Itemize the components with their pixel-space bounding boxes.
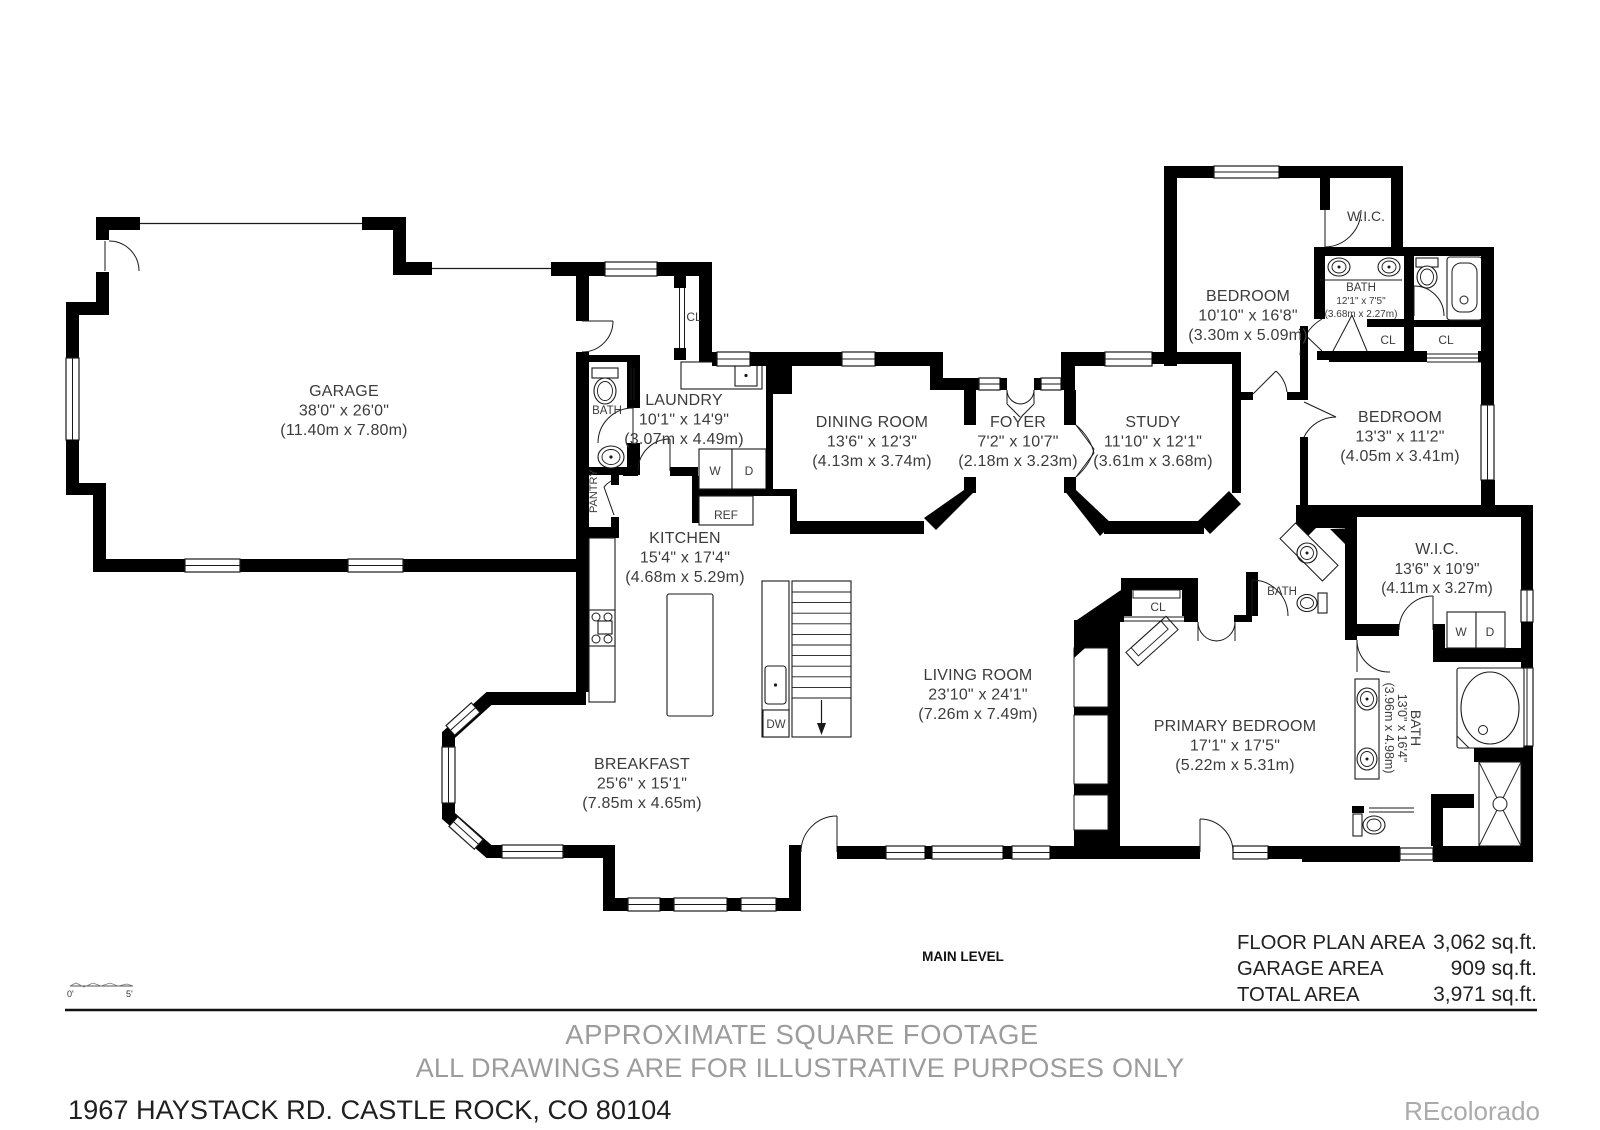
svg-text:23'10" x 24'1": 23'10" x 24'1" [928, 687, 1027, 704]
svg-text:CL: CL [1150, 600, 1166, 614]
svg-text:13'6" x 10'9": 13'6" x 10'9" [1394, 561, 1479, 578]
svg-text:FOYER: FOYER [990, 414, 1046, 431]
svg-text:BATH: BATH [1346, 282, 1376, 294]
svg-text:3,062 sq.ft.: 3,062 sq.ft. [1433, 931, 1537, 954]
svg-text:(3.61m x 3.68m): (3.61m x 3.68m) [1093, 453, 1212, 470]
svg-text:(3.07m x 4.49m): (3.07m x 4.49m) [624, 431, 743, 448]
svg-text:(11.40m x 7.80m): (11.40m x 7.80m) [280, 422, 407, 439]
svg-text:13'3" x 11'2": 13'3" x 11'2" [1355, 429, 1444, 446]
svg-text:BATH: BATH [1408, 710, 1424, 746]
svg-text:13'0" x 16'4": 13'0" x 16'4" [1395, 694, 1409, 763]
svg-text:(5.22m x 5.31m): (5.22m x 5.31m) [1175, 757, 1294, 774]
svg-text:10'1" x 14'9": 10'1" x 14'9" [639, 412, 729, 429]
svg-text:(7.85m x 4.65m): (7.85m x 4.65m) [582, 795, 701, 812]
svg-text:LAUNDRY: LAUNDRY [645, 392, 723, 409]
svg-text:GARAGE AREA: GARAGE AREA [1237, 958, 1384, 980]
svg-text:(3.30m x 5.09m): (3.30m x 5.09m) [1188, 327, 1307, 344]
svg-text:W.I.C.: W.I.C. [1415, 541, 1459, 558]
svg-text:7'2" x 10'7": 7'2" x 10'7" [977, 434, 1058, 451]
svg-text:D: D [745, 464, 754, 478]
svg-text:25'6" x 15'1": 25'6" x 15'1" [597, 776, 687, 793]
svg-text:(4.68m x 5.29m): (4.68m x 5.29m) [625, 569, 744, 586]
svg-text:(4.13m x 3.74m): (4.13m x 3.74m) [812, 453, 931, 470]
svg-text:38'0" x 26'0": 38'0" x 26'0" [299, 403, 389, 420]
svg-text:W: W [709, 464, 721, 478]
svg-text:GARAGE: GARAGE [309, 383, 379, 400]
svg-text:W: W [1455, 625, 1467, 639]
svg-text:MAIN LEVEL: MAIN LEVEL [922, 949, 1004, 964]
svg-text:0': 0' [67, 989, 74, 999]
svg-text:(4.11m x 3.27m): (4.11m x 3.27m) [1381, 580, 1493, 597]
svg-text:PRIMARY BEDROOM: PRIMARY BEDROOM [1154, 718, 1316, 735]
svg-text:(3.68m x 2.27m): (3.68m x 2.27m) [1325, 309, 1398, 320]
svg-text:D: D [1486, 625, 1495, 639]
svg-text:KITCHEN: KITCHEN [649, 530, 721, 547]
svg-text:11'10" x 12'1": 11'10" x 12'1" [1104, 434, 1202, 451]
svg-text:CL: CL [686, 310, 702, 324]
svg-text:REF: REF [714, 508, 738, 522]
svg-text:909 sq.ft.: 909 sq.ft. [1451, 957, 1537, 980]
svg-text:ALL DRAWINGS ARE FOR ILLUSTRAT: ALL DRAWINGS ARE FOR ILLUSTRATIVE PURPOS… [416, 1053, 1185, 1083]
svg-text:BREAKFAST: BREAKFAST [594, 756, 690, 773]
svg-text:DW: DW [766, 719, 785, 731]
svg-text:CL: CL [1380, 333, 1396, 347]
svg-text:TOTAL AREA: TOTAL AREA [1237, 984, 1360, 1006]
svg-text:DINING ROOM: DINING ROOM [816, 414, 928, 431]
svg-text:(4.05m x 3.41m): (4.05m x 3.41m) [1340, 448, 1459, 465]
svg-text:BEDROOM: BEDROOM [1206, 288, 1290, 305]
svg-text:BEDROOM: BEDROOM [1358, 409, 1442, 426]
svg-text:BATH: BATH [1267, 586, 1297, 598]
svg-text:LIVING ROOM: LIVING ROOM [924, 667, 1033, 684]
svg-text:15'4" x 17'4": 15'4" x 17'4" [640, 550, 730, 567]
svg-text:CL: CL [1438, 333, 1454, 347]
svg-text:BATH: BATH [592, 405, 622, 417]
svg-text:REcolorado: REcolorado [1404, 1096, 1540, 1126]
svg-text:13'6" x 12'3": 13'6" x 12'3" [827, 434, 917, 451]
svg-text:3,971 sq.ft.: 3,971 sq.ft. [1433, 983, 1537, 1006]
svg-text:(2.18m x 3.23m): (2.18m x 3.23m) [958, 453, 1077, 470]
svg-text:FLOOR PLAN AREA: FLOOR PLAN AREA [1237, 932, 1426, 954]
svg-text:12'1" x 7'5": 12'1" x 7'5" [1336, 296, 1386, 307]
svg-text:STUDY: STUDY [1125, 414, 1180, 431]
svg-text:APPROXIMATE SQUARE FOOTAGE: APPROXIMATE SQUARE FOOTAGE [565, 1019, 1038, 1050]
svg-text:10'10" x 16'8": 10'10" x 16'8" [1198, 308, 1297, 325]
svg-text:(7.26m x 7.49m): (7.26m x 7.49m) [918, 706, 1037, 723]
svg-text:(3.96m x 4.98m): (3.96m x 4.98m) [1382, 682, 1396, 773]
svg-text:5': 5' [126, 989, 133, 999]
svg-text:PANTRY: PANTRY [588, 469, 600, 513]
svg-text:W.I.C.: W.I.C. [1347, 208, 1385, 224]
svg-text:1967 HAYSTACK RD. CASTLE ROCK,: 1967 HAYSTACK RD. CASTLE ROCK, CO 80104 [68, 1094, 671, 1125]
svg-text:17'1" x 17'5": 17'1" x 17'5" [1190, 738, 1280, 755]
